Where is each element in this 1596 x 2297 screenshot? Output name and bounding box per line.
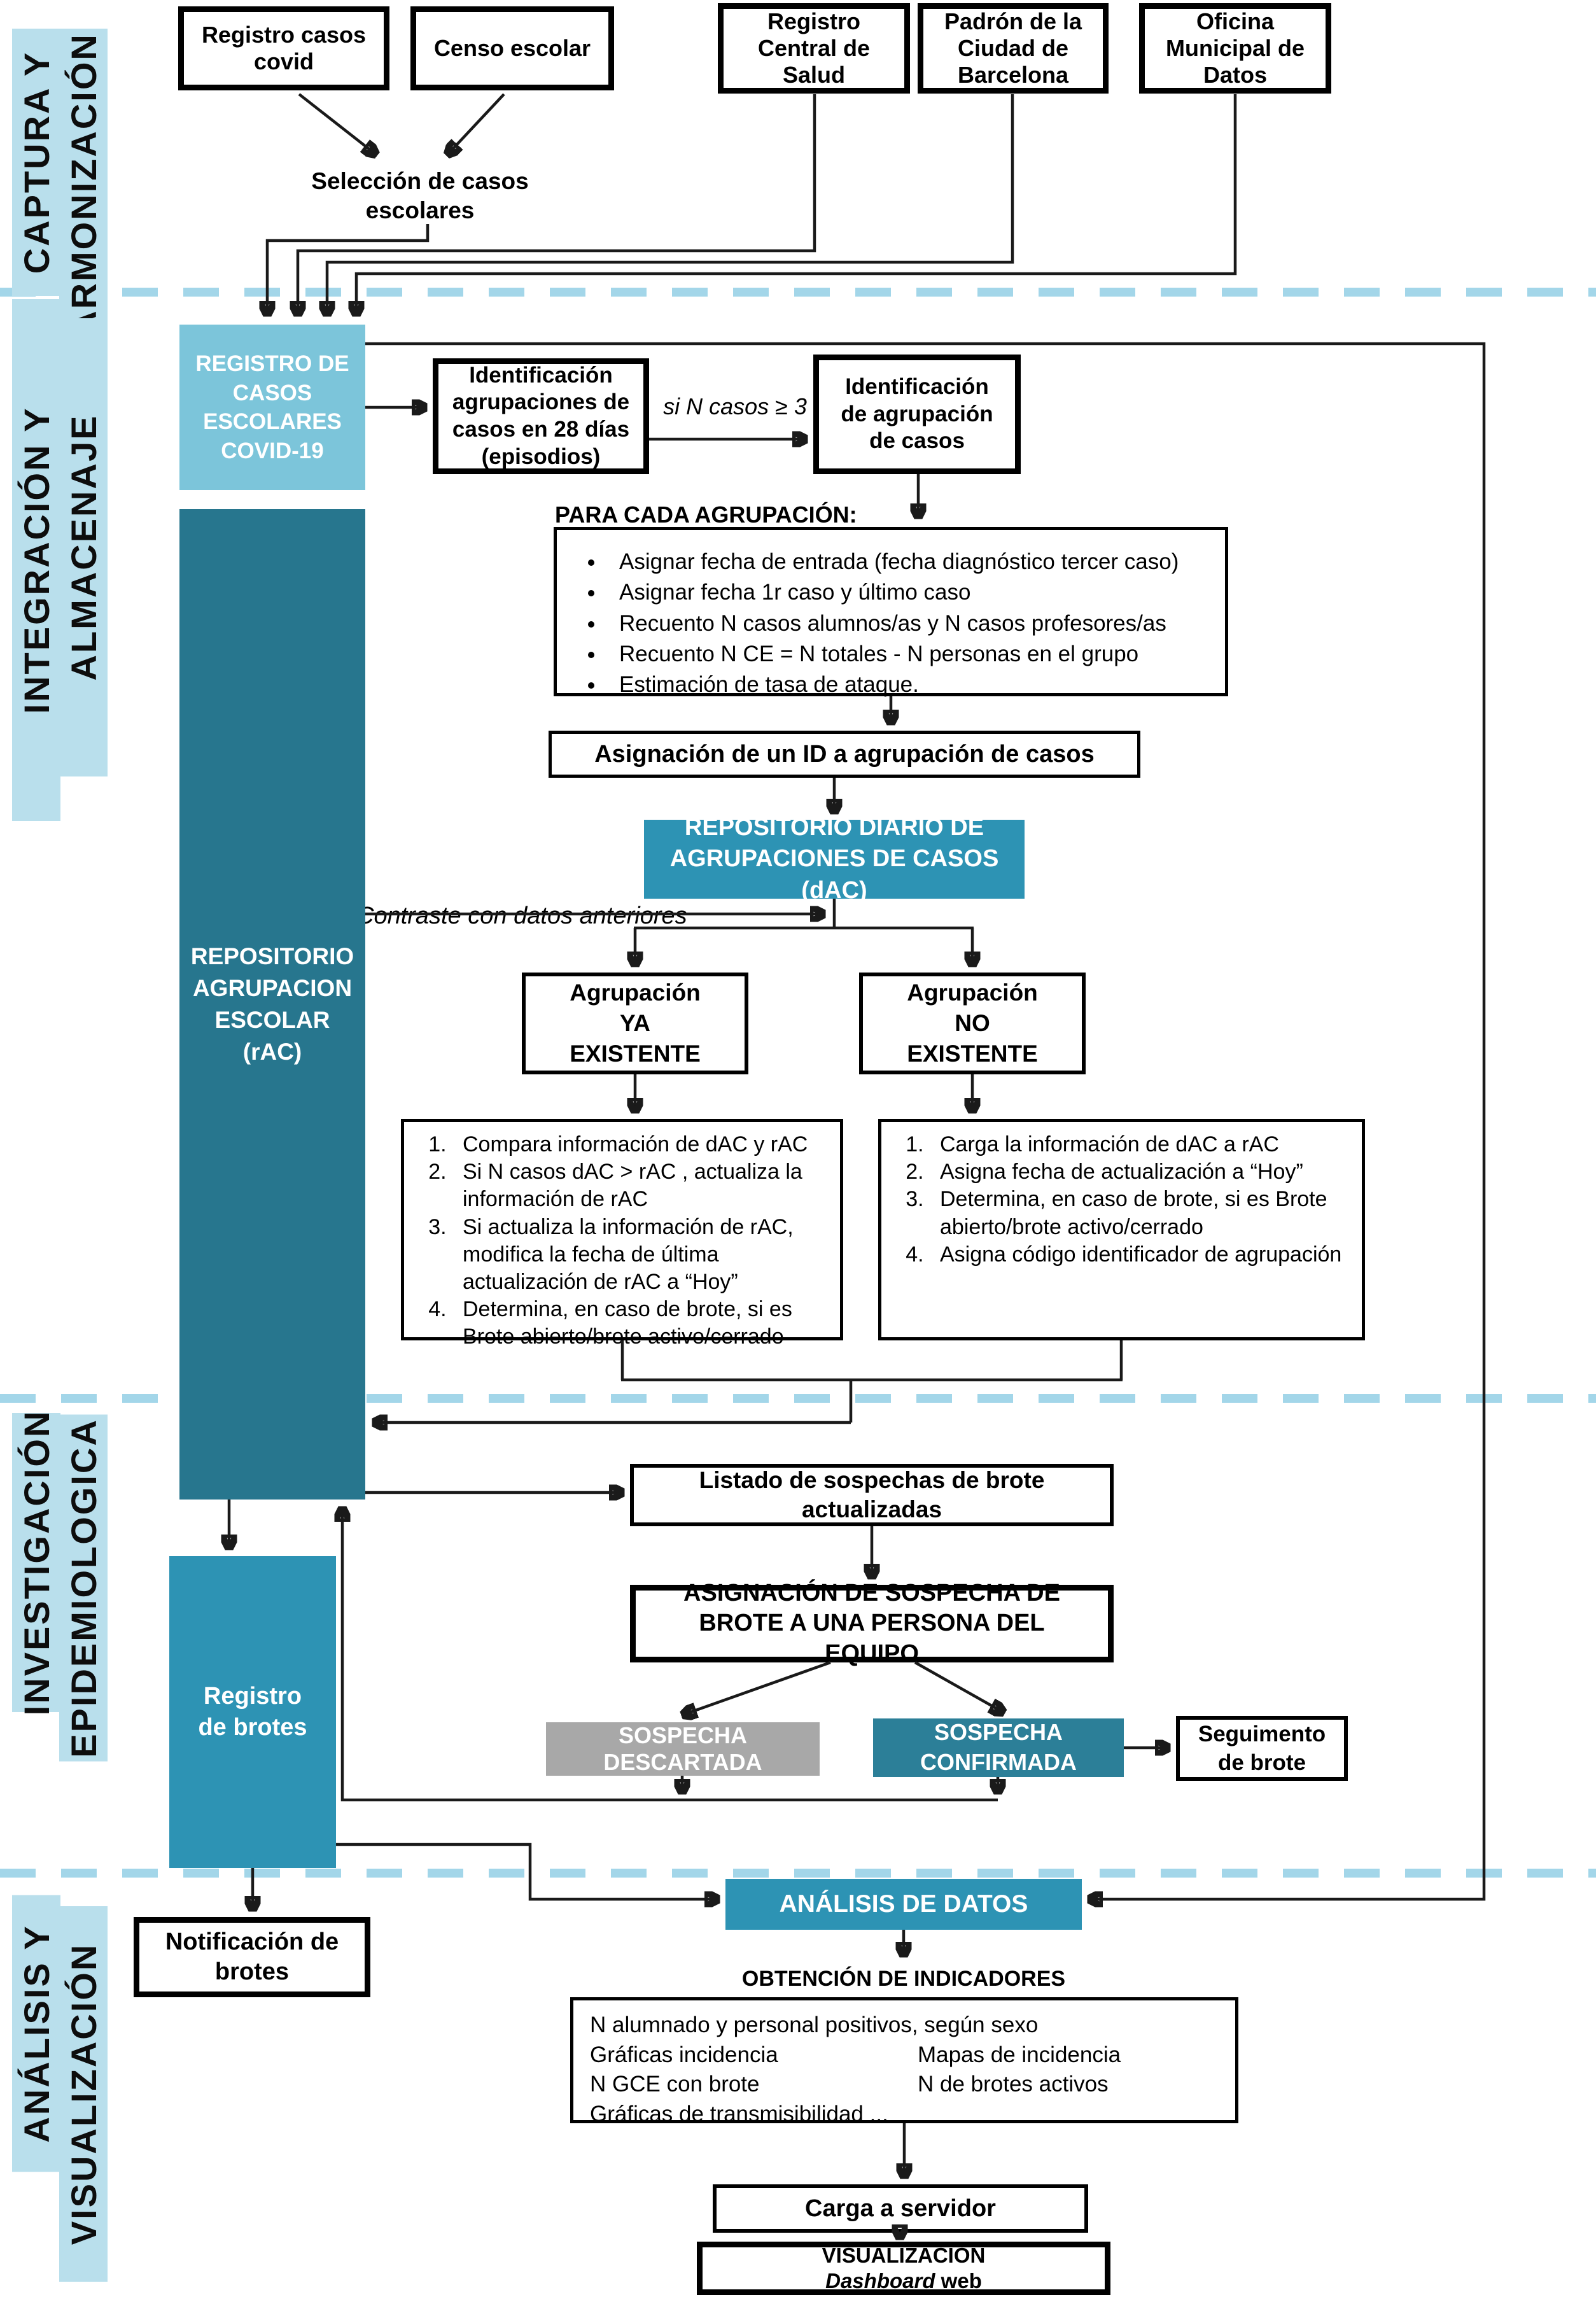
band-label-investigacion-line2: EPIDEMIOLOGICA — [59, 1414, 108, 1762]
visualizacion-subtitle: Dashboard web — [825, 2268, 982, 2294]
pasos-existente-box: Compara información de dAC y rAC Si N ca… — [401, 1119, 843, 1349]
band-label-analisis-line2: VISUALIZACIÓN — [59, 1906, 108, 2282]
indicador-row: Gráficas incidencia Mapas de incidencia — [590, 2041, 1229, 2070]
source-box-registro-casos-covid: Registro casos covid — [178, 6, 389, 90]
listado-sospechas-box: Listado de sospechas de brote actualizad… — [630, 1464, 1114, 1526]
indicador-item: Gráficas de transmisibilidad ... — [590, 2101, 888, 2126]
visualizacion-dashboard-box: VISUALIZACIÓN Dashboard web — [697, 2242, 1110, 2295]
band-label-analisis-line1: ANÁLISIS Y — [12, 1895, 60, 2172]
band-label-integracion-line1: INTEGRACIÓN Y — [12, 299, 60, 821]
paso-item: Asigna código identificador de agrupació… — [930, 1241, 1355, 1268]
source-box-censo-escolar: Censo escolar — [410, 6, 614, 90]
seleccion-casos-label: Selección de casos escolares — [311, 168, 529, 224]
web-word: web — [935, 2269, 982, 2293]
source-box-registro-central-salud: Registro Central de Salud — [718, 3, 910, 94]
obtencion-indicadores-label: OBTENCIÓN DE INDICADORES — [741, 1967, 1066, 1991]
notificacion-brotes-box: Notificación de brotes — [134, 1917, 370, 1997]
seguimiento-brote-box: Seguimento de brote — [1176, 1716, 1348, 1781]
tareas-list: Asignar fecha de entrada (fecha diagnóst… — [576, 547, 1179, 700]
band-separator-1 — [0, 288, 1596, 297]
analisis-datos-box: ANÁLISIS DE DATOS — [725, 1879, 1082, 1930]
paso-item: Asigna fecha de actualización a “Hoy” — [930, 1158, 1355, 1186]
contraste-datos-label: Contraste con datos anteriores — [356, 903, 687, 929]
tareas-agrupacion-box: Asignar fecha de entrada (fecha diagnóst… — [554, 527, 1228, 697]
indicador-item: N GCE con brote — [590, 2072, 760, 2097]
indicador-item: Gráficas incidencia — [590, 2042, 778, 2067]
indicador-item: N alumnado y personal positivos, según s… — [590, 2013, 1039, 2037]
registro-brotes-box: Registro de brotes — [169, 1556, 336, 1868]
band-label-captura-line2: ARMONIZACIÓN — [59, 29, 108, 341]
condition-n-casos-label: si N casos ≥ 3 — [663, 393, 807, 419]
agrupacion-ya-existente-box: Agrupación YA EXISTENTE — [522, 973, 748, 1074]
visualizacion-title: VISUALIZACIÓN — [822, 2243, 986, 2267]
indicadores-box: N alumnado y personal positivos, según s… — [570, 1997, 1238, 2126]
indicador-item: Mapas de incidencia — [918, 2042, 1121, 2067]
tarea-item: Asignar fecha 1r caso y último caso — [605, 577, 1179, 608]
registro-casos-escolares-box: REGISTRO DE CASOS ESCOLARES COVID-19 — [179, 325, 365, 490]
para-cada-agrupacion-label: PARA CADA AGRUPACIÓN: — [555, 502, 857, 528]
tarea-item: Asignar fecha de entrada (fecha diagnóst… — [605, 547, 1179, 577]
tarea-item: Estimación de tasa de ataque. — [605, 670, 1179, 700]
paso-item: Carga la información de dAC a rAC — [930, 1131, 1355, 1158]
paso-item: Si actualiza la información de rAC, modi… — [452, 1214, 834, 1296]
tarea-item: Recuento N casos alumnos/as y N casos pr… — [605, 608, 1179, 639]
paso-item: Determina, en caso de brote, si es Brote… — [452, 1296, 834, 1351]
carga-servidor-box: Carga a servidor — [713, 2184, 1088, 2233]
paso-item: Si N casos dAC > rAC , actualiza la info… — [452, 1158, 834, 1213]
paso-item: Determina, en caso de brote, si es Brote… — [930, 1186, 1355, 1240]
paso-item: Compara información de dAC y rAC — [452, 1131, 834, 1158]
indicador-row: N GCE con brote N de brotes activos — [590, 2070, 1229, 2100]
pasos-no-existente-list: Carga la información de dAC a rAC Asigna… — [897, 1131, 1355, 1268]
asignacion-sospecha-box: ASIGNACIÓN DE SOSPECHA DE BROTE A UNA PE… — [630, 1580, 1114, 1667]
band-label-integracion-line2: ALMACENAJE — [59, 318, 108, 776]
source-box-oficina-municipal: Oficina Municipal de Datos — [1139, 3, 1331, 94]
source-box-padron-barcelona: Padrón de la Ciudad de Barcelona — [918, 3, 1109, 94]
identificacion-agrupacion-box: Identificación de agrupación de casos — [813, 355, 1021, 474]
identificacion-episodios-box: Identificación agrupaciones de casos en … — [433, 358, 649, 474]
pasos-existente-list: Compara información de dAC y rAC Si N ca… — [419, 1131, 834, 1351]
band-label-captura-line1: CAPTURA Y — [12, 29, 60, 296]
repositorio-diario-dac-box: REPOSITORIO DIARIO DE AGRUPACIONES DE CA… — [644, 814, 1025, 904]
dashboard-word: Dashboard — [825, 2269, 935, 2293]
indicador-row: Gráficas de transmisibilidad ... — [590, 2100, 1229, 2130]
sospecha-descartada-box: SOSPECHA DESCARTADA — [546, 1722, 820, 1776]
indicador-row: N alumnado y personal positivos, según s… — [590, 2011, 1229, 2041]
indicador-item: N de brotes activos — [918, 2072, 1109, 2097]
band-separator-3 — [0, 1869, 1596, 1878]
agrupacion-no-existente-box: Agrupación NO EXISTENTE — [859, 973, 1086, 1074]
asignacion-id-box: Asignación de un ID a agrupación de caso… — [549, 731, 1140, 778]
sospecha-confirmada-box: SOSPECHA CONFIRMADA — [873, 1718, 1124, 1777]
repositorio-rac-box: REPOSITORIO AGRUPACION ESCOLAR (rAC) — [179, 509, 365, 1500]
pasos-no-existente-box: Carga la información de dAC a rAC Asigna… — [878, 1119, 1365, 1340]
tarea-item: Recuento N CE = N totales - N personas e… — [605, 639, 1179, 670]
band-label-investigacion-line1: INVESTIGACIÓN — [12, 1410, 60, 1715]
